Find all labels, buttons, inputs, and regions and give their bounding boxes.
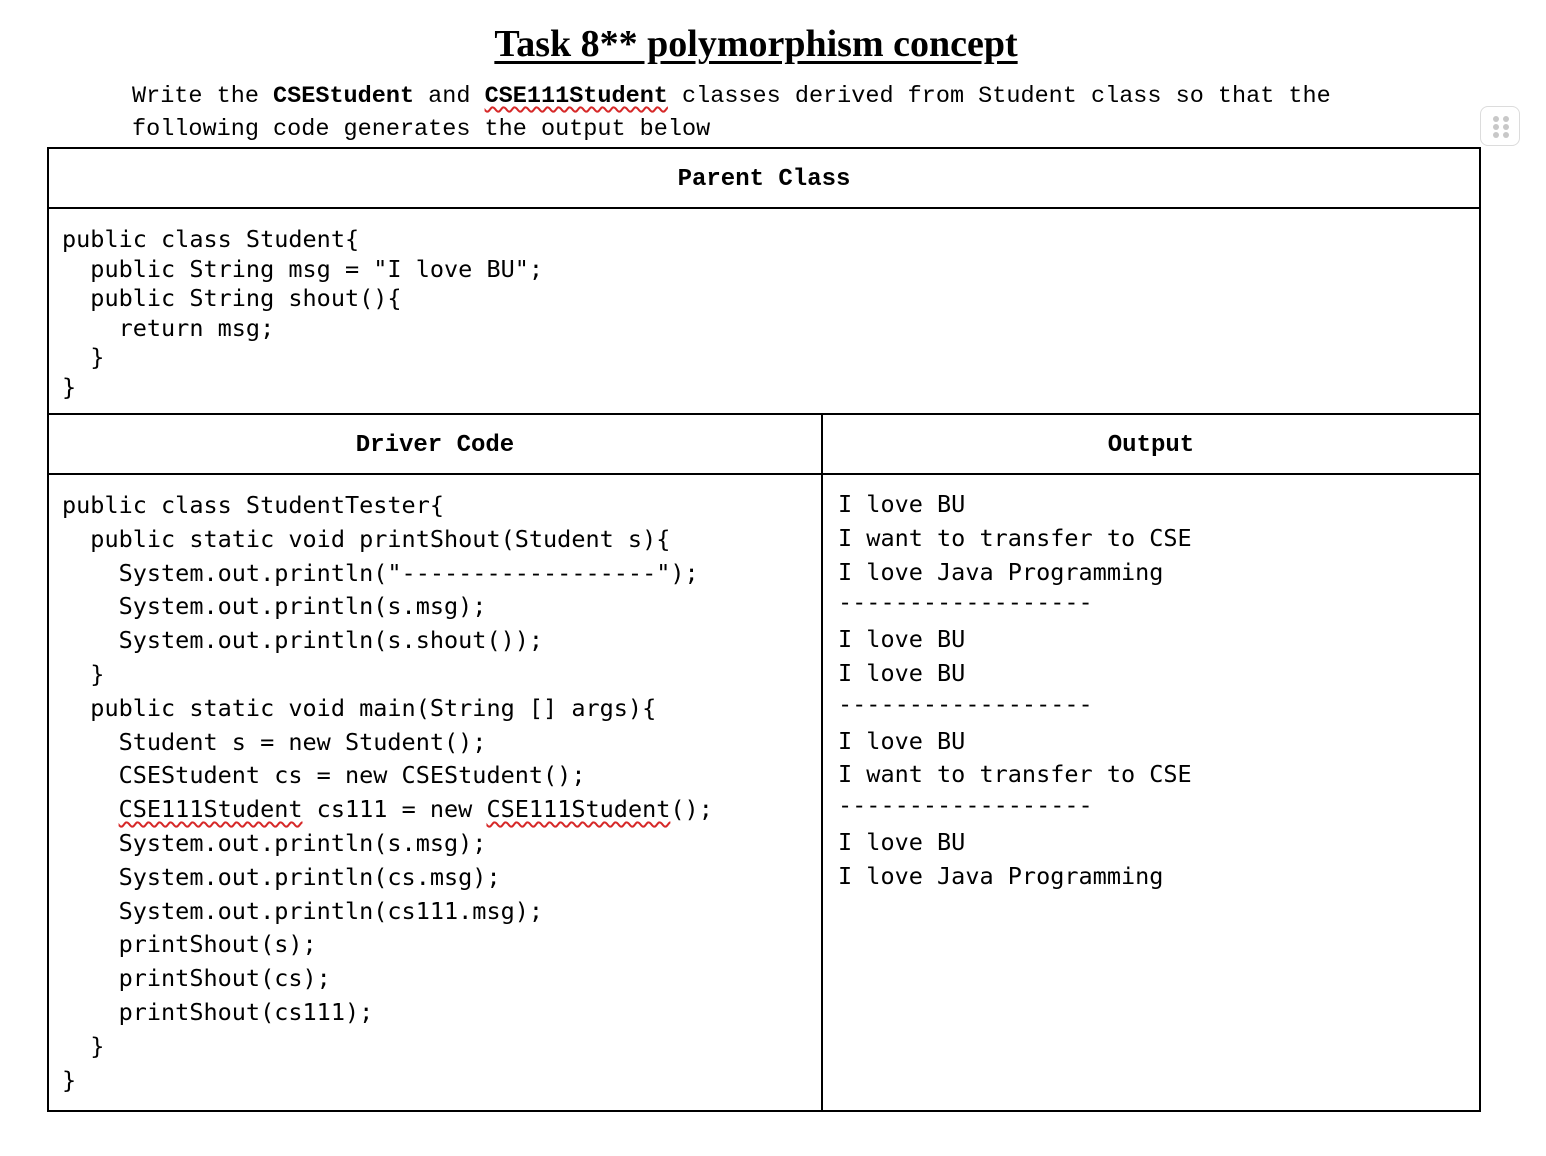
intro-text-3: classes derived from Student class so th… (667, 83, 1331, 110)
driver-code-part-1: public class StudentTester{ public stati… (62, 491, 699, 790)
driver-code-part-2: cs111 = new (302, 795, 487, 824)
divider (49, 413, 1479, 415)
output-line: I love BU (838, 659, 966, 687)
output-line: ------------------ (838, 588, 1093, 616)
task-instructions: Write the CSEStudent and CSE111Student c… (132, 80, 1432, 146)
task-table: Parent Class public class Student{ publi… (47, 147, 1481, 1112)
output-line: ------------------ (838, 791, 1093, 819)
output-line: I love Java Programming (838, 558, 1164, 586)
output-line: I want to transfer to CSE (838, 524, 1192, 552)
driver-code-squiggle-1: CSE111Student (118, 795, 303, 824)
divider (49, 473, 1479, 475)
output-line: I love Java Programming (838, 862, 1164, 890)
output-line: I want to transfer to CSE (838, 760, 1192, 788)
column-divider (821, 413, 823, 1110)
intro-class-1: CSEStudent (273, 83, 415, 110)
drag-handle-icon[interactable] (1480, 106, 1520, 146)
output-line: I love BU (838, 625, 966, 653)
driver-code-part-3: (); System.out.println(s.msg); System.ou… (62, 795, 713, 1094)
output-line: I love BU (838, 727, 966, 755)
intro-line-2: following code generates the output belo… (132, 116, 711, 143)
output-header: Output (1107, 432, 1195, 459)
parent-class-code: public class Student{ public String msg … (62, 225, 544, 401)
driver-code: public class StudentTester{ public stati… (62, 489, 713, 1097)
intro-text-1: Write the (132, 83, 274, 110)
intro-class-2: CSE111Student (484, 83, 668, 110)
output-line: I love BU (838, 828, 966, 856)
intro-text-2: and (414, 83, 485, 110)
output-line: ------------------ (838, 690, 1093, 718)
output-line: I love BU (838, 490, 966, 518)
driver-code-squiggle-2: CSE111Student (486, 795, 671, 824)
page-title: Task 8** polymorphism concept (494, 23, 1018, 65)
output-text: I love BU I want to transfer to CSE I lo… (838, 490, 1192, 890)
driver-code-header: Driver Code (355, 432, 515, 459)
divider (49, 207, 1479, 209)
parent-class-header: Parent Class (677, 166, 851, 193)
